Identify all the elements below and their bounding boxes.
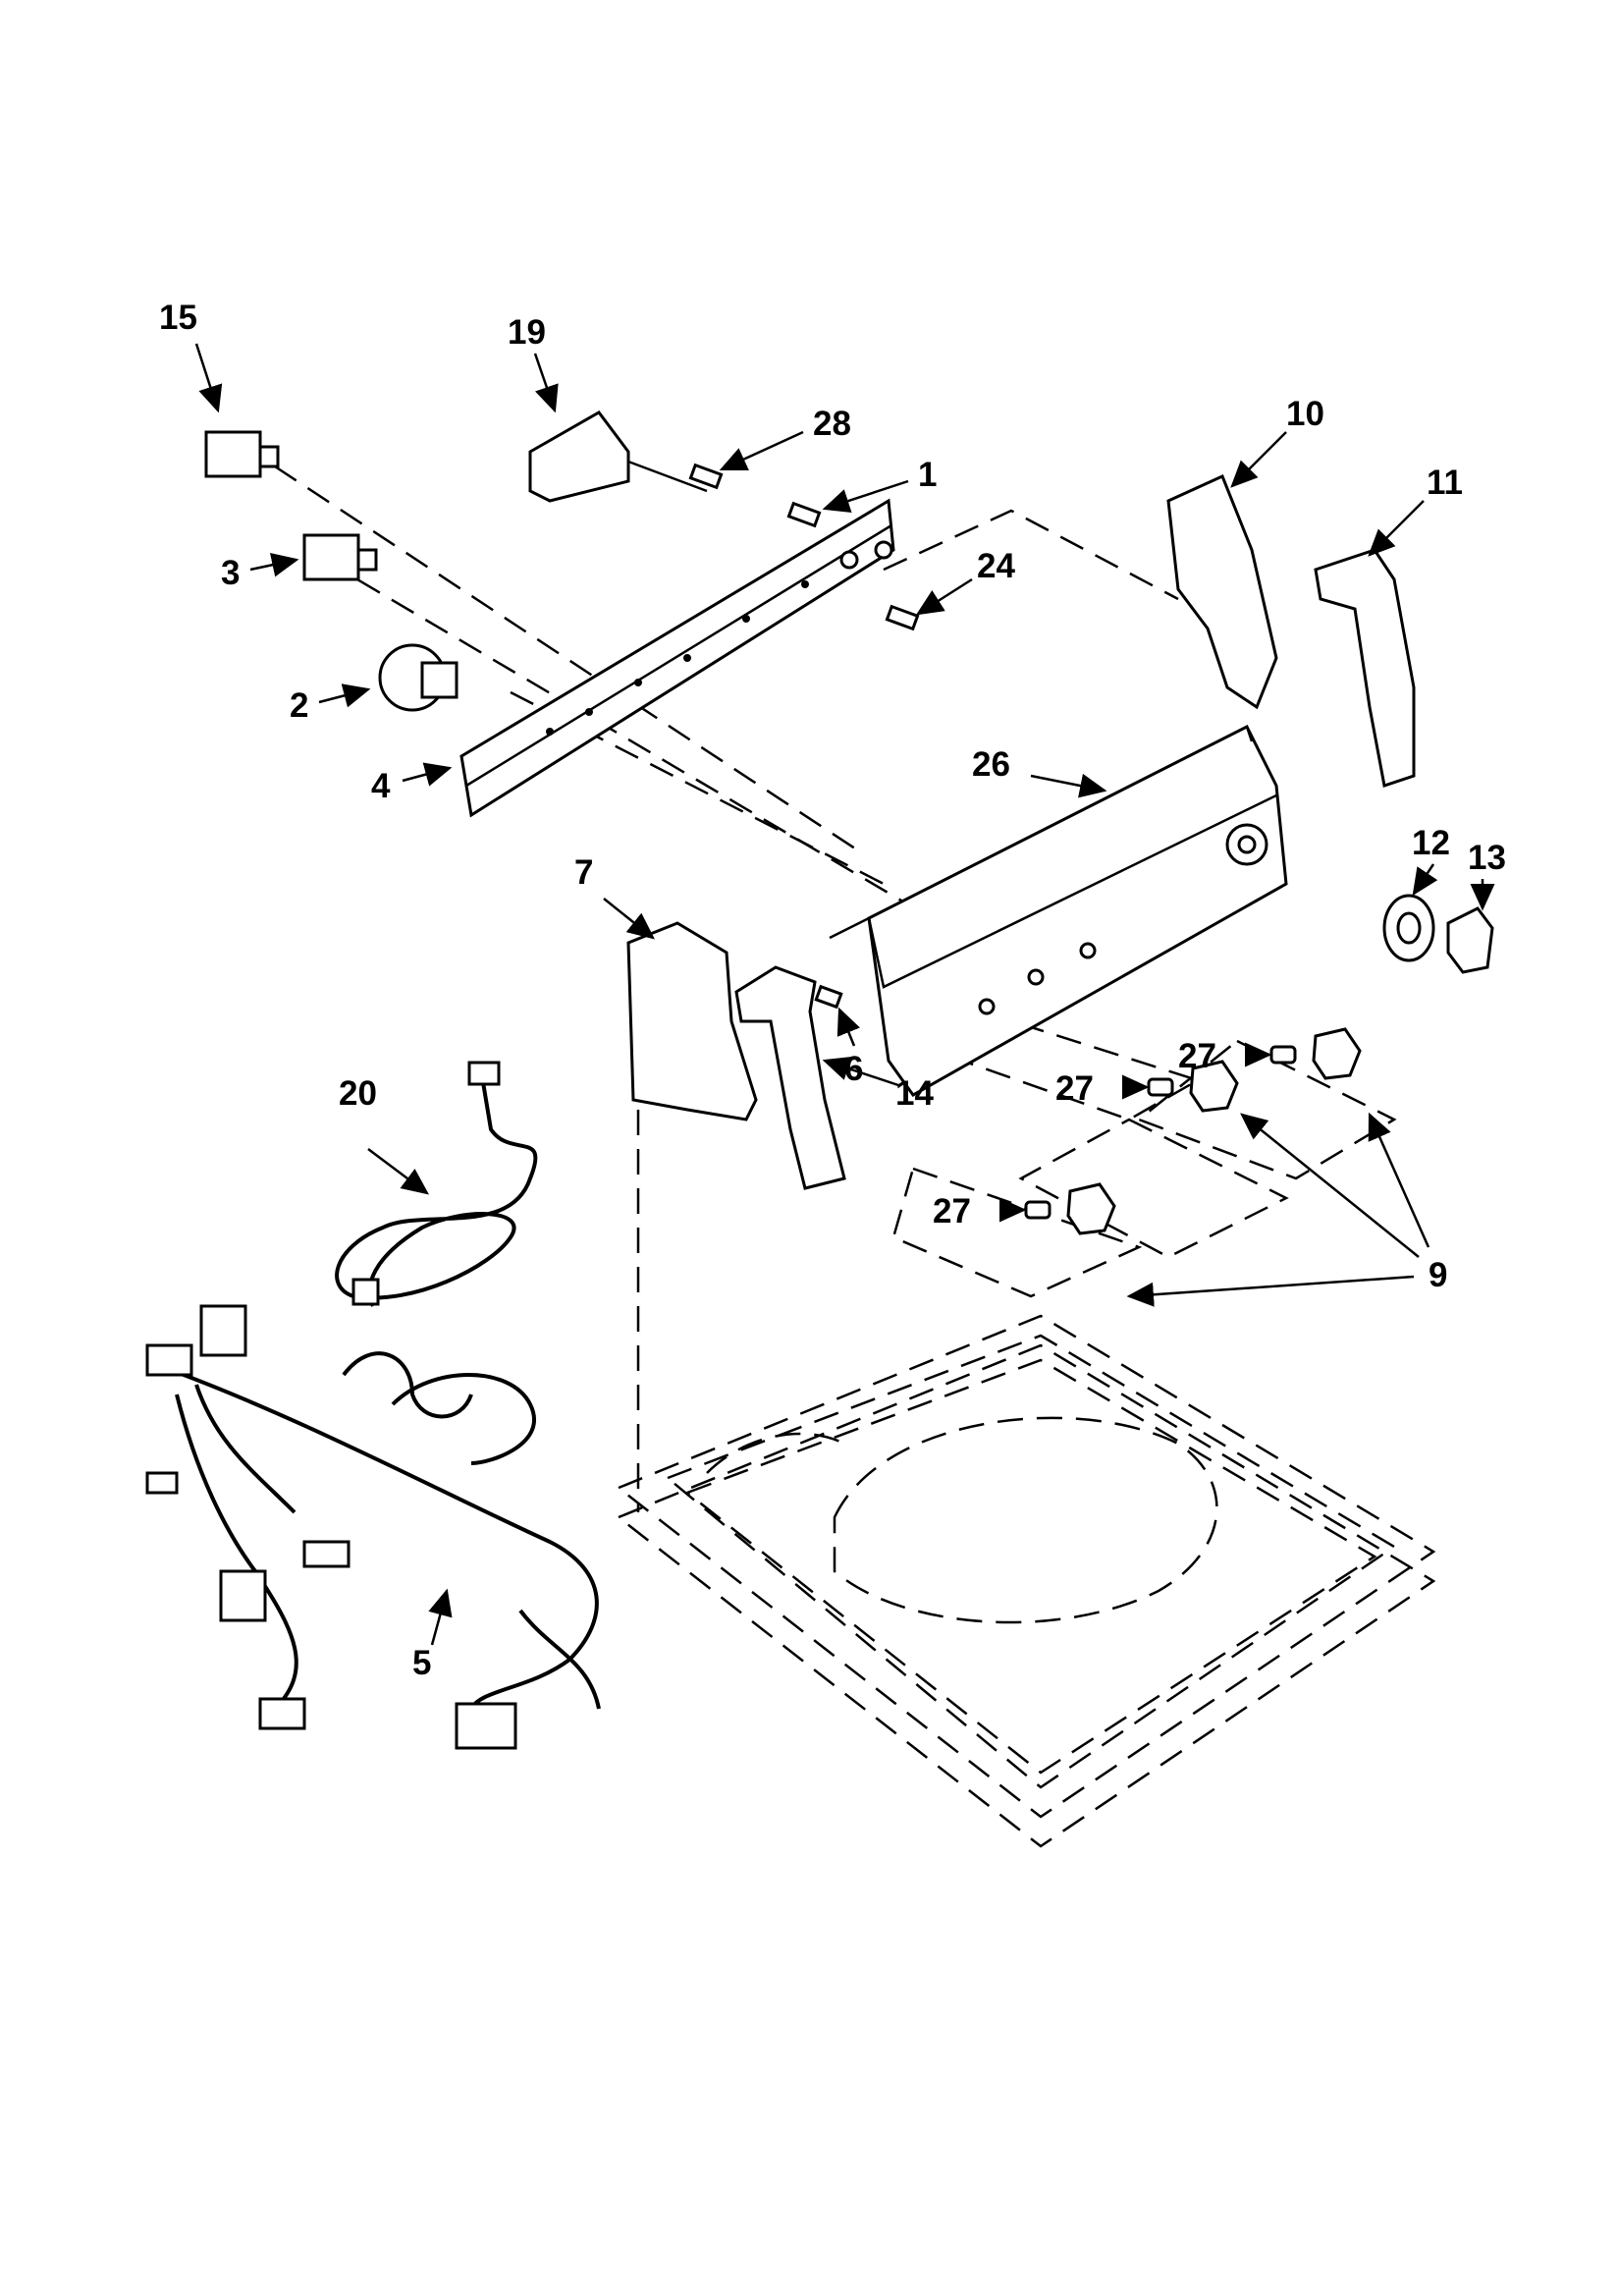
callout-26: 26 bbox=[972, 745, 1010, 784]
end-cap-7 bbox=[626, 921, 758, 1121]
callout-5: 5 bbox=[412, 1644, 431, 1682]
callout-28: 28 bbox=[813, 405, 851, 443]
end-cap-10 bbox=[1166, 473, 1278, 710]
callout-10: 10 bbox=[1286, 395, 1324, 433]
callout-20: 20 bbox=[339, 1074, 377, 1113]
knob-13 bbox=[1446, 906, 1494, 974]
alignment-lines bbox=[274, 465, 1397, 1512]
callout-14: 14 bbox=[895, 1074, 934, 1113]
callout-3: 3 bbox=[221, 554, 240, 592]
callout-15: 15 bbox=[159, 299, 197, 337]
switch-3 bbox=[302, 533, 378, 581]
trim-14 bbox=[734, 965, 846, 1190]
callout-1: 1 bbox=[918, 456, 937, 494]
wire-harness-5 bbox=[145, 1304, 601, 1750]
power-cord-20 bbox=[335, 1061, 538, 1307]
callout-labels: 15 19 28 1 24 10 11 3 2 4 26 7 12 13 6 1… bbox=[159, 299, 1506, 1682]
callout-27-top: 27 bbox=[1178, 1037, 1216, 1075]
control-board-19 bbox=[528, 410, 708, 503]
callout-6: 6 bbox=[844, 1050, 863, 1088]
callout-24: 24 bbox=[977, 547, 1015, 585]
console-panel bbox=[829, 724, 1288, 1097]
callout-19: 19 bbox=[508, 313, 546, 352]
trim-11 bbox=[1314, 548, 1416, 788]
leader-lines bbox=[194, 343, 1495, 1646]
callout-27-middle: 27 bbox=[1055, 1069, 1094, 1108]
timer-2 bbox=[378, 643, 458, 712]
switch-15 bbox=[204, 430, 280, 478]
callout-4: 4 bbox=[371, 767, 391, 805]
callout-27-bottom: 27 bbox=[933, 1192, 971, 1230]
control-bracket-bar bbox=[459, 498, 895, 818]
cabinet-top-outline bbox=[616, 1314, 1436, 1848]
callout-12: 12 bbox=[1412, 824, 1450, 862]
callout-9: 9 bbox=[1429, 1256, 1447, 1294]
bezel-12 bbox=[1382, 894, 1435, 962]
callout-7: 7 bbox=[574, 853, 593, 892]
callout-11: 11 bbox=[1427, 464, 1463, 502]
callout-13: 13 bbox=[1468, 839, 1506, 877]
screws bbox=[688, 463, 920, 1010]
callout-2: 2 bbox=[290, 686, 308, 725]
